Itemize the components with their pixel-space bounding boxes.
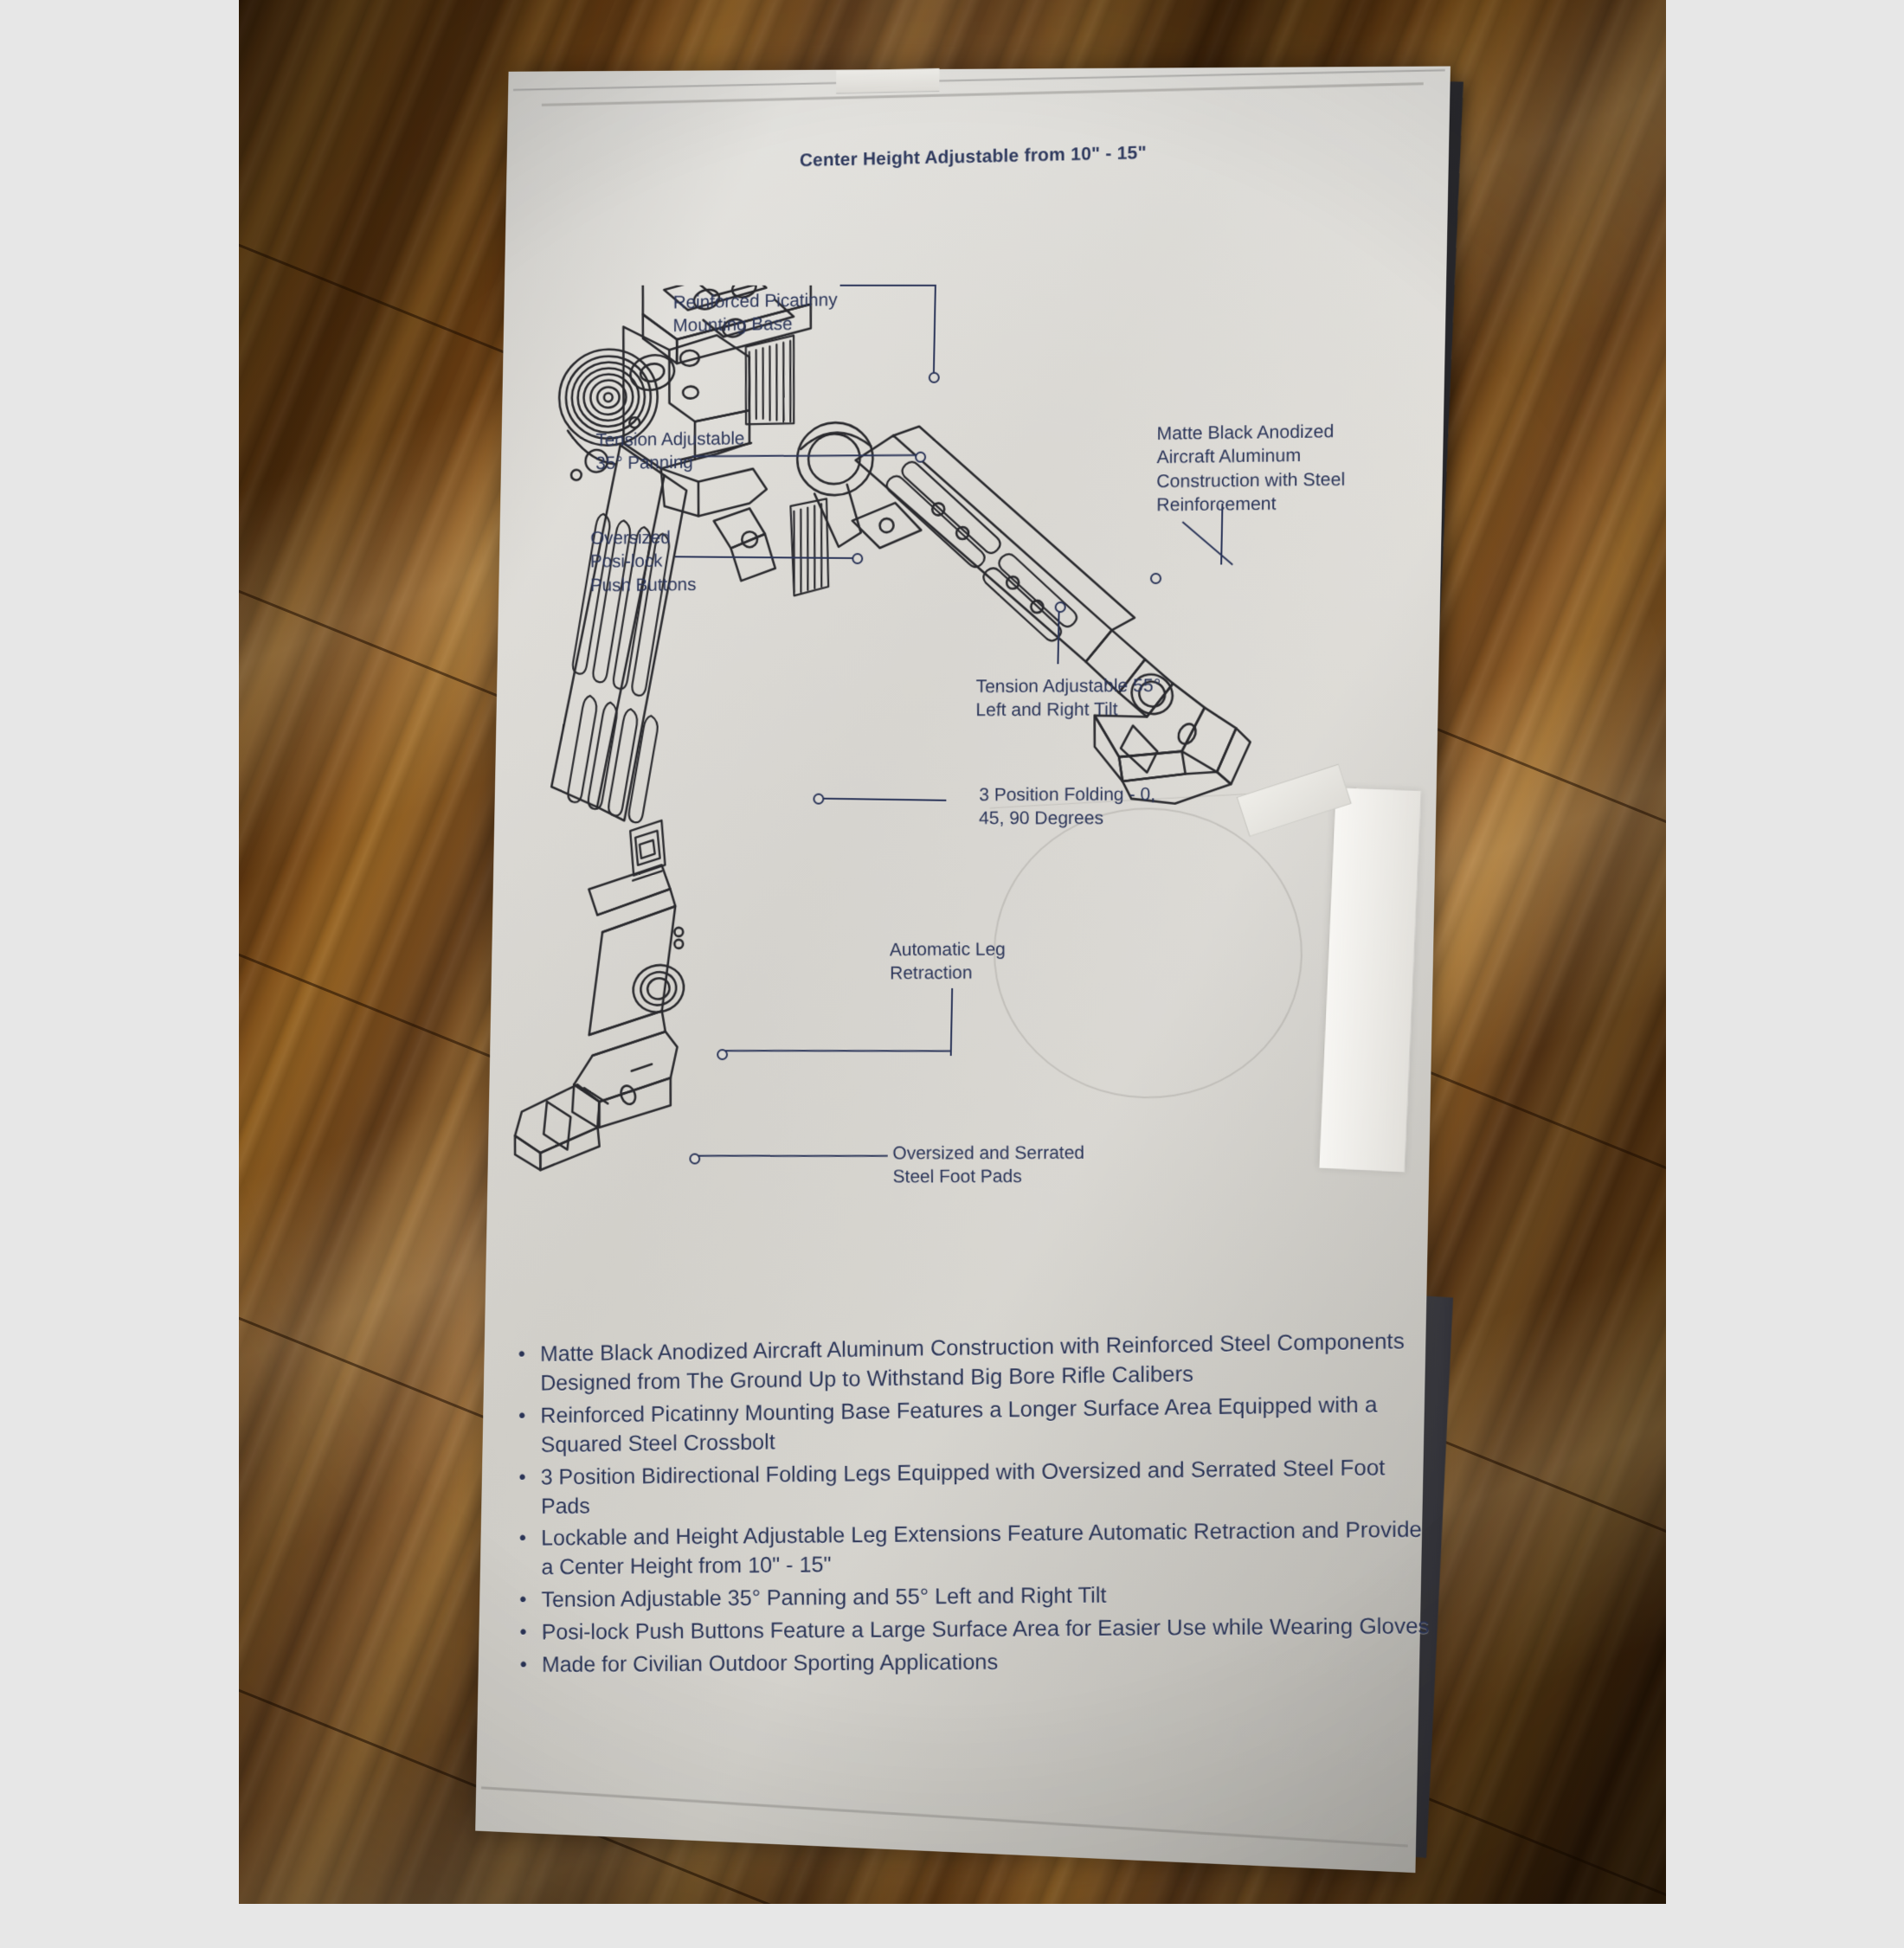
feature-text: Made for Civilian Outdoor Sporting Appli… — [541, 1649, 999, 1677]
list-item: • Reinforced Picatinny Mounting Base Fea… — [518, 1390, 1434, 1460]
utg-logo — [630, 820, 665, 881]
feature-text: Reinforced Picatinny Mounting Base Featu… — [540, 1392, 1378, 1457]
bipod-diagram-illustration — [487, 286, 1446, 1216]
right-leg — [856, 421, 1251, 805]
feature-text: 3 Position Bidirectional Folding Legs Eq… — [540, 1455, 1386, 1519]
list-item: • Made for Civilian Outdoor Sporting App… — [520, 1646, 1436, 1681]
callout-foot-pads: Oversized and Serrated Steel Foot Pads — [892, 1142, 1085, 1187]
bullet-glyph: • — [518, 1404, 526, 1428]
center-hardware — [714, 503, 922, 582]
leader-retraction-horizontal — [725, 1050, 952, 1052]
letterbox-bar-left — [0, 0, 239, 1904]
bullet-glyph: • — [519, 1653, 527, 1677]
left-foot-pad — [515, 1032, 678, 1171]
bullet-glyph: • — [518, 1465, 526, 1489]
callout-picatinny-base: Reinforced Picatinny Mounting Base — [672, 290, 838, 337]
letterbox-bar-right — [1666, 0, 1904, 1904]
callout-posi-lock: Oversized Posi-lock Push Buttons — [590, 527, 697, 595]
bullet-glyph: • — [518, 1342, 526, 1366]
list-item: • Tension Adjustable 35° Panning and 55°… — [519, 1579, 1435, 1616]
box-perspective-group: Center Height Adjustable from 10" - 15" — [10, 0, 1904, 1948]
callout-tilt: Tension Adjustable 55° Left and Right Ti… — [975, 675, 1161, 721]
list-item: • 3 Position Bidirectional Folding Legs … — [518, 1453, 1434, 1522]
feature-bullet-list: • Matte Black Anodized Aircraft Aluminum… — [518, 1327, 1436, 1684]
callout-panning: Tension Adjustable 35° Panning — [595, 428, 745, 474]
callout-construction: Matte Black Anodized Aircraft Aluminum C… — [1156, 421, 1346, 516]
bullet-glyph: • — [519, 1588, 527, 1612]
tension-knob-ribs — [746, 336, 794, 424]
bullet-glyph: • — [518, 1527, 527, 1551]
feature-text: Tension Adjustable 35° Panning and 55° L… — [541, 1583, 1107, 1612]
screenshot-root: Center Height Adjustable from 10" - 15" — [0, 0, 1904, 1904]
feature-text: Lockable and Height Adjustable Leg Exten… — [541, 1518, 1422, 1580]
feature-text: Posi-lock Push Buttons Feature a Large S… — [541, 1614, 1430, 1645]
callout-folding: 3 Position Folding - 0, 45, 90 Degrees — [979, 784, 1156, 829]
leader-picatinny-horizontal — [839, 284, 936, 286]
leader-footpads — [696, 1154, 888, 1157]
bullet-glyph: • — [519, 1620, 527, 1644]
box-top-tab-notch — [836, 68, 940, 94]
list-item: • Posi-lock Push Buttons Feature a Large… — [519, 1612, 1435, 1648]
callout-leg-retraction: Automatic Leg Retraction — [889, 939, 1006, 984]
list-item: • Lockable and Height Adjustable Leg Ext… — [519, 1516, 1435, 1584]
